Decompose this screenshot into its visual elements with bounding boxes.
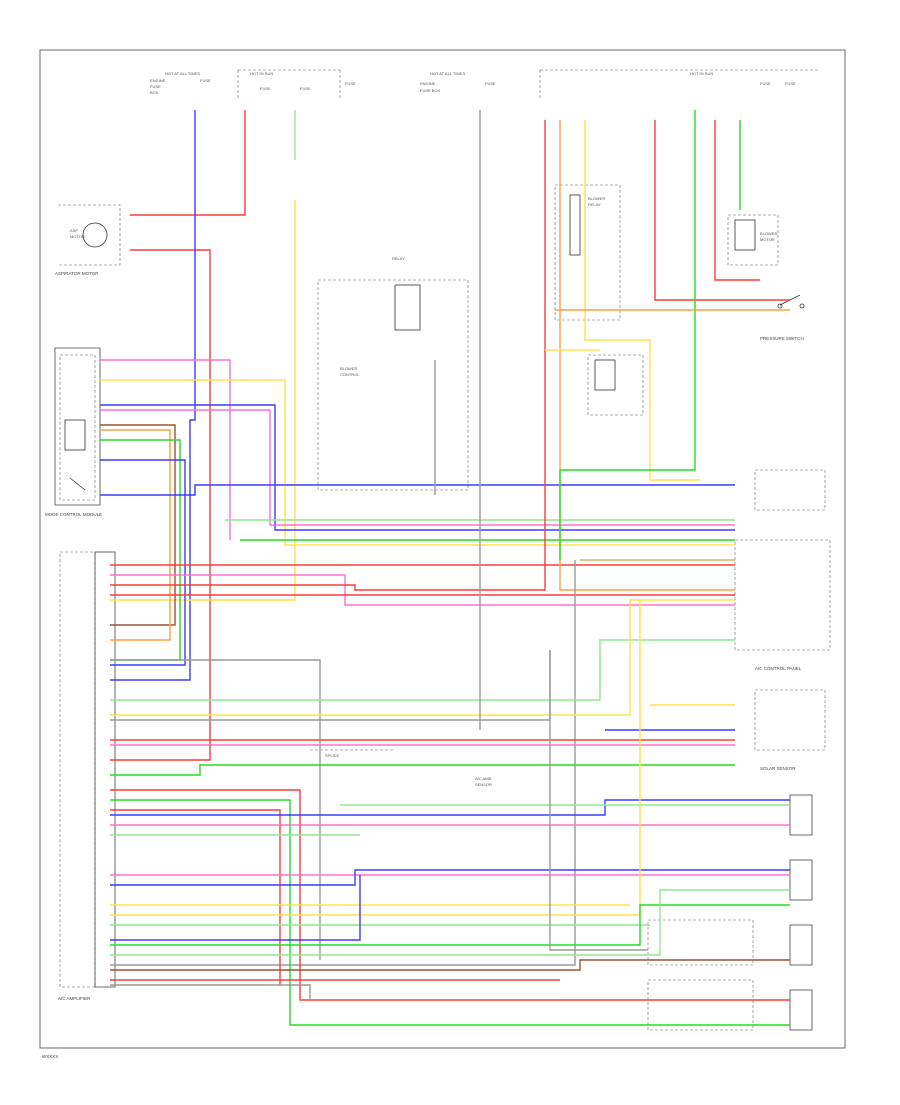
fuse-box-outline-1	[237, 69, 341, 100]
svg-text:HOT AT ALL TIMES: HOT AT ALL TIMES	[430, 71, 465, 76]
motor-icon	[82, 222, 108, 248]
wire-brown-47	[110, 959, 790, 971]
svg-text:HOT IN RUN: HOT IN RUN	[690, 71, 713, 76]
svg-text:A/C CONTROL PANEL: A/C CONTROL PANEL	[755, 666, 802, 671]
pressure-switch: PRESSURE SWITCH	[760, 294, 805, 341]
svg-text:FUSE: FUSE	[785, 81, 796, 86]
blower-motor: BLOWER MOTOR	[727, 214, 779, 266]
svg-text:SPLICE: SPLICE	[325, 753, 340, 758]
svg-text:HOT AT ALL TIMES: HOT AT ALL TIMES	[165, 71, 200, 76]
svg-text:FUSE: FUSE	[200, 78, 211, 83]
svg-text:ASPIRATOR MOTOR: ASPIRATOR MOTOR	[55, 271, 99, 276]
svg-text:CONTROL: CONTROL	[340, 372, 360, 377]
wire-green-45	[110, 904, 790, 946]
wire-blue-13	[100, 484, 735, 496]
right-upper-connector: A/C CONTROL PANEL	[734, 469, 831, 751]
wire-red-18	[110, 120, 546, 591]
wire-orange-19	[559, 120, 735, 591]
wire-red-56	[714, 120, 760, 281]
svg-text:HOT IN RUN: HOT IN RUN	[250, 71, 273, 76]
amplifier-connector: A/C AMPLIFIER	[58, 551, 116, 1001]
mode-switch-module: MODE CONTROL MODULE	[45, 347, 102, 517]
wire-gray-49	[110, 984, 311, 1000]
wire-blue-2	[110, 110, 196, 681]
svg-text:ENGINE: ENGINE	[420, 81, 436, 86]
svg-text:BLOWER: BLOWER	[340, 366, 357, 371]
center-relay-block: RELAY BLOWER CONTROL	[317, 256, 469, 491]
wire-green-31	[110, 764, 735, 776]
svg-text:ENGINE: ENGINE	[150, 78, 166, 83]
right-sensor-connectors: SOLAR SENSOR	[647, 766, 813, 1031]
svg-text:FUSE: FUSE	[760, 81, 771, 86]
svg-text:FUSE: FUSE	[260, 86, 271, 91]
right-relay-block: BLOWER RELAY	[554, 184, 644, 416]
svg-text:A/C AMPLIFIER: A/C AMPLIFIER	[58, 996, 91, 1001]
wire-gray-21	[110, 560, 576, 966]
wire-green-33	[110, 799, 790, 1026]
svg-text:BLOWER: BLOWER	[760, 231, 777, 236]
wire-gray-23	[110, 659, 321, 960]
wire-red-0	[130, 110, 246, 216]
svg-text:MOTOR: MOTOR	[70, 234, 85, 239]
svg-text:FUSE BOX: FUSE BOX	[420, 88, 441, 93]
diagram-frame	[39, 49, 846, 1049]
wire-pink-5	[100, 359, 231, 540]
wire-blue-39	[110, 869, 790, 886]
wire-red-32	[110, 789, 790, 1001]
wire-blue-12	[100, 459, 186, 666]
wire-pink-17	[110, 574, 735, 606]
svg-text:ASP: ASP	[70, 228, 78, 233]
wire-brown-9	[100, 424, 176, 626]
wire-yellow-4	[110, 200, 296, 601]
svg-text:RELAY: RELAY	[588, 202, 601, 207]
wire-yellow-52	[584, 120, 700, 481]
wire-green-11	[100, 439, 181, 661]
wire-blue-35	[110, 799, 790, 816]
wire-orange-10	[100, 429, 171, 641]
svg-text:SENSOR: SENSOR	[475, 782, 492, 787]
wire-yellow-25	[110, 599, 735, 716]
wire-lightgreen-24	[110, 639, 735, 701]
svg-text:FUSE: FUSE	[485, 81, 496, 86]
center-resistor: SPLICE A/C AMB SENSOR	[310, 749, 492, 787]
svg-text:FUSE: FUSE	[150, 84, 161, 89]
wire-red-53	[654, 120, 790, 301]
svg-text:RELAY: RELAY	[392, 256, 405, 261]
svg-text:PRESSURE SWITCH: PRESSURE SWITCH	[760, 336, 804, 341]
svg-text:FUSE: FUSE	[345, 81, 356, 86]
svg-text:SOLAR SENSOR: SOLAR SENSOR	[760, 766, 796, 771]
wire-green-54	[559, 110, 696, 560]
wire-blue-44	[110, 875, 361, 941]
top-source-labels: HOT AT ALL TIMES ENGINE FUSE BOX FUSE HO…	[150, 71, 796, 95]
footer-code: WXXXX	[42, 1054, 58, 1059]
aspirator-motor: ASP MOTOR ASPIRATOR MOTOR	[55, 204, 121, 276]
svg-text:MODE CONTROL MODULE: MODE CONTROL MODULE	[45, 512, 102, 517]
wire-red-1	[110, 249, 211, 761]
wire-lightgreen-46	[110, 889, 790, 956]
wire-yellow-6	[100, 379, 735, 546]
wire-group	[100, 110, 790, 1026]
svg-text:A/C AMB: A/C AMB	[475, 776, 492, 781]
wire-gray-59	[549, 650, 648, 951]
fuse-box-outline-2	[539, 69, 820, 100]
wire-red-34	[110, 809, 281, 985]
svg-text:FUSE: FUSE	[300, 86, 311, 91]
wire-pink-8	[100, 409, 735, 526]
svg-text:BOX: BOX	[150, 90, 159, 95]
svg-text:BLOWER: BLOWER	[588, 196, 605, 201]
svg-text:MOTOR: MOTOR	[760, 237, 775, 242]
wire-blue-7	[100, 404, 735, 531]
